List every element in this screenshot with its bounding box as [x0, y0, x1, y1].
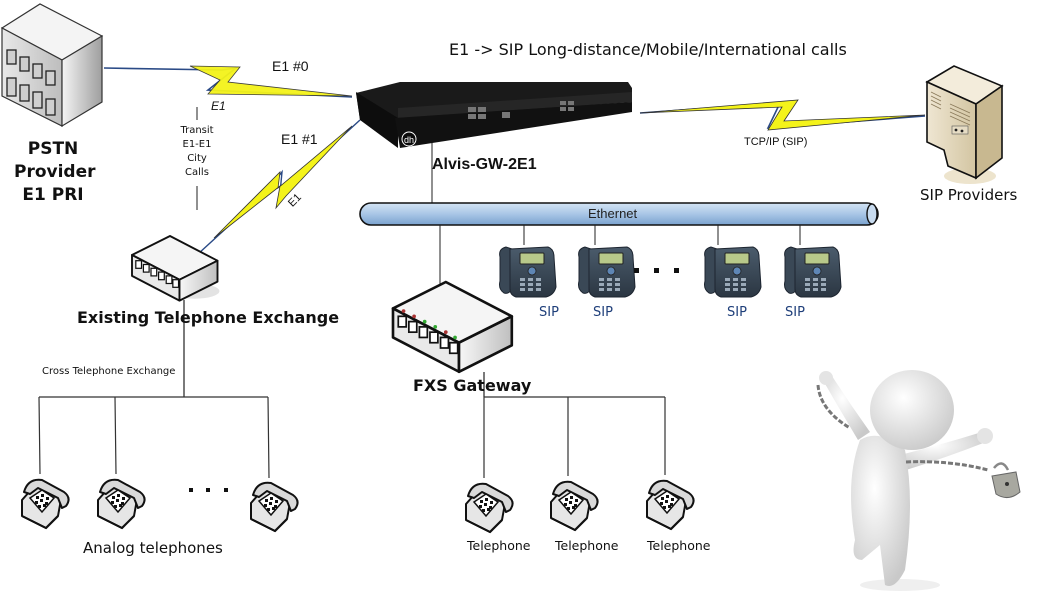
breaking-chains-figure-icon: [816, 370, 1021, 591]
fxs-telephone-icon: [465, 482, 514, 533]
telephone-label: Telephone: [467, 538, 531, 553]
telephone-label: Telephone: [647, 538, 711, 553]
sip-phone-label: SIP: [785, 305, 805, 320]
analog-phone-icon: [97, 478, 146, 529]
svg-text:dh: dh: [404, 135, 414, 145]
existing-exchange-label: Existing Telephone Exchange: [77, 308, 340, 327]
sip-phone-icon: [784, 246, 842, 298]
pstn-label-line: E1 PRI: [22, 185, 84, 205]
transit-label-line: Transit: [180, 125, 214, 136]
diagram-title: E1 -> SIP Long-distance/Mobile/Internati…: [449, 40, 847, 59]
fxs-telephone-icon: [550, 480, 599, 531]
server-tower-icon: [925, 65, 1004, 184]
sip-phones-ellipsis: [634, 268, 679, 273]
fxs-telephone-icon: [646, 479, 695, 530]
e1-0-sublabel: E1: [211, 99, 226, 113]
analog-phone-icon: [21, 478, 70, 529]
sip-trunk-label: TCP/IP (SIP): [744, 136, 808, 148]
transit-label-line: Calls: [185, 167, 209, 178]
transit-label-line: City: [187, 153, 207, 164]
analog-phones-ellipsis: [189, 488, 228, 492]
e1-1-link: [197, 119, 361, 255]
sip-providers-label: SIP Providers: [920, 186, 1018, 204]
sip-phone-icon: [499, 246, 557, 298]
analog-phone-icon: [250, 481, 299, 532]
pbx-switch-icon: [131, 235, 220, 302]
sip-phone-label: SIP: [593, 305, 613, 320]
sip-phone-label: SIP: [727, 305, 747, 320]
sip-phone-icon: [578, 246, 636, 298]
e1-0-link: [103, 65, 353, 98]
ethernet-label: Ethernet: [588, 206, 638, 221]
pstn-label: PSTN Provider E1 PRI: [14, 138, 96, 207]
rack-gateway-icon: dh: [356, 82, 632, 148]
telephone-label: Telephone: [555, 538, 619, 553]
analog-phones-label: Analog telephones: [83, 539, 223, 557]
ethernet-bus: [359, 202, 879, 226]
pstn-label-line: PSTN: [27, 139, 79, 159]
sip-phone-label: SIP: [539, 305, 559, 320]
cross-exchange-label: Cross Telephone Exchange: [42, 366, 176, 377]
transit-label: Transit E1-E1 City Calls: [172, 124, 222, 180]
transit-label-line: E1-E1: [182, 139, 212, 150]
e1-0-label: E1 #0: [272, 58, 309, 74]
building-icon: [0, 3, 104, 128]
sip-phone-icon: [704, 246, 762, 298]
pstn-label-line: Provider: [14, 162, 96, 182]
fxs-gateway-label: FXS Gateway: [413, 376, 532, 395]
sip-trunk-link: [639, 99, 926, 131]
e1-1-label: E1 #1: [281, 131, 318, 147]
fxs-switch-icon: [391, 280, 514, 374]
gateway-label: Alvis-GW-2E1: [432, 156, 537, 173]
